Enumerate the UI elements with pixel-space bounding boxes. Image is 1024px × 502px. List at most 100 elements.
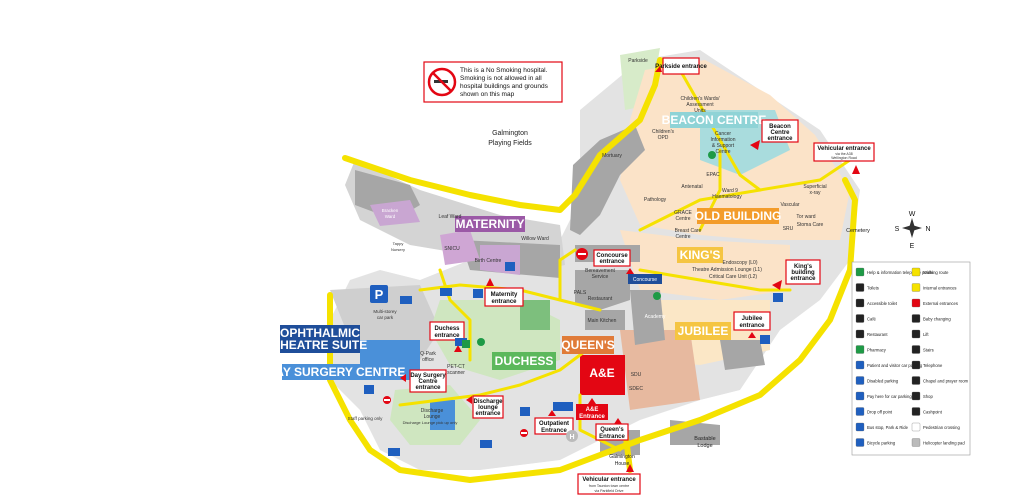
svg-text:Information: Information	[710, 137, 735, 143]
beacon-centre-entrance[interactable]: Beacon Centre entrance	[750, 119, 799, 150]
pay-station-icon[interactable]	[480, 440, 492, 448]
legend-label: Disabled parking	[867, 379, 899, 384]
ae-entrance[interactable]: A&E Entrance	[576, 398, 608, 420]
svg-text:Maternity: Maternity	[491, 292, 518, 298]
bus-stop-icon[interactable]	[553, 402, 573, 411]
svg-text:A&E: A&E	[586, 407, 599, 413]
maternity-banner[interactable]: MATERNITY	[455, 216, 525, 232]
svg-text:SNICU: SNICU	[444, 246, 460, 252]
duchess-banner[interactable]: DUCHESS	[492, 352, 556, 370]
bus-stop-icon	[855, 422, 865, 432]
legend-label: Pharmacy	[867, 348, 887, 353]
jubilee-entrance[interactable]: Jubilee entrance	[733, 311, 771, 338]
notice-line-1: This is a No Smoking hospital.	[460, 67, 548, 74]
svg-text:building: building	[791, 270, 815, 276]
day-surgery-entrance[interactable]: Day Surgery Centre entrance	[400, 369, 447, 393]
legend-label: Walking route	[923, 270, 949, 275]
svg-text:Q-Park: Q-Park	[420, 351, 436, 357]
compass-n: N	[925, 226, 930, 233]
outpatient-entrance[interactable]: Outpatient Entrance	[534, 410, 574, 435]
nursery-label-1: Tappy	[393, 241, 404, 246]
svg-text:Entrance: Entrance	[599, 434, 625, 440]
map-icons: P H	[364, 151, 783, 456]
concourse-entrance[interactable]: Concourse entrance	[593, 249, 634, 274]
baby-changing-icon	[911, 314, 921, 323]
bastable-label-2: Lodge	[697, 443, 712, 449]
svg-text:A&E: A&E	[589, 366, 614, 380]
svg-text:PALS: PALS	[574, 290, 587, 296]
helipad-icon[interactable]: H	[566, 430, 578, 442]
svg-text:Concourse: Concourse	[596, 253, 628, 259]
maternity-entrance[interactable]: Maternity entrance	[484, 278, 524, 307]
vehicular-entrance-bottom[interactable]: Vehicular entrance from Taunton town cen…	[577, 464, 641, 495]
queens-entrance[interactable]: Queen's Entrance	[595, 418, 629, 441]
disabled-parking-icon[interactable]	[520, 407, 530, 416]
galmington-house-label-2: House	[615, 461, 630, 467]
bastable-label-1: Bastable	[694, 436, 715, 442]
mortuary-label: Mortuary	[602, 153, 622, 159]
svg-text:THEATRE SUITE: THEATRE SUITE	[273, 338, 367, 352]
beacon-centre-banner[interactable]: BEACON CENTRE	[662, 112, 767, 128]
cafe-icon	[855, 314, 865, 323]
svg-text:office: office	[422, 357, 434, 363]
svg-text:SRU: SRU	[783, 226, 794, 232]
ophthalmic-banner[interactable]: OPHTHALMIC THEATRE SUITE	[273, 325, 367, 353]
drop-off-icon	[855, 407, 865, 416]
compass-e: E	[910, 243, 915, 250]
svg-text:H: H	[569, 434, 574, 441]
ae-building[interactable]: A&E	[589, 366, 614, 380]
kings-building-entrance[interactable]: King's building entrance	[772, 259, 821, 290]
svg-text:Centre: Centre	[675, 216, 690, 222]
vehicular-entrance-top[interactable]: Vehicular entrance via the A38 Wellingto…	[813, 142, 875, 174]
svg-text:OPD: OPD	[658, 135, 669, 141]
svg-text:entrance: entrance	[434, 333, 460, 339]
old-building-banner[interactable]: OLD BUILDING	[695, 208, 782, 224]
info-icon[interactable]	[708, 151, 716, 159]
staff-parking-label-1: Staff parking only	[348, 416, 383, 421]
nursery-label-2: Nursery	[391, 247, 405, 252]
pharmacy-icon[interactable]	[462, 340, 470, 348]
disabled-parking-icon[interactable]	[505, 262, 515, 271]
info-icon[interactable]	[653, 292, 661, 300]
toilets-icon	[855, 283, 865, 292]
legend-label: Help & information telephone points	[867, 270, 933, 275]
svg-text:Birth Centre: Birth Centre	[475, 258, 502, 264]
svg-text:EPAC: EPAC	[706, 172, 720, 178]
legend-label: Pedestrian crossing	[923, 425, 960, 430]
no-entry-icon	[520, 429, 528, 437]
legend-label: Bus stop, Park & Ride	[867, 425, 909, 430]
parkside-entrance[interactable]: Parkside entrance	[655, 57, 708, 75]
discharge-lounge-entrance[interactable]: Discharge lounge entrance	[466, 395, 504, 419]
compass-w: W	[909, 211, 916, 218]
pay-station-icon[interactable]	[400, 296, 412, 304]
legend-label: Baby changing	[923, 317, 951, 322]
svg-text:x-ray: x-ray	[809, 190, 821, 196]
svg-text:& Support: & Support	[712, 143, 735, 149]
stairs-icon	[911, 345, 921, 354]
parking-icon[interactable]: P	[370, 285, 388, 303]
legend-label: Bicycle parking	[867, 441, 896, 446]
svg-text:Wellington Road: Wellington Road	[831, 156, 857, 160]
pay-station-icon[interactable]	[388, 448, 400, 456]
legend: Help & information telephone pointsWalki…	[851, 261, 971, 456]
duchess-entrance[interactable]: Duchess entrance	[429, 321, 465, 352]
concourse-building[interactable]: Concourse	[628, 274, 662, 284]
disabled-parking-icon[interactable]	[773, 293, 783, 302]
playing-fields-label-2: Playing Fields	[488, 140, 532, 147]
day-surgery-banner[interactable]: DAY SURGERY CENTRE	[267, 364, 406, 380]
walking-route-icon	[911, 267, 921, 277]
pay-station-icon[interactable]	[440, 288, 452, 296]
disabled-parking-icon[interactable]	[760, 335, 770, 344]
svg-text:Duchess: Duchess	[434, 326, 460, 332]
pay-station-icon[interactable]	[455, 338, 467, 346]
disabled-parking-icon[interactable]	[473, 289, 483, 298]
queens-banner[interactable]: QUEEN'S	[561, 336, 615, 354]
kings-banner[interactable]: KING'S	[677, 247, 723, 263]
info-icon[interactable]	[477, 338, 485, 346]
academy-label: Academy	[645, 314, 666, 320]
legend-label: Patient and visitor car parking	[867, 363, 923, 368]
svg-text:Restaurant: Restaurant	[588, 296, 613, 302]
disabled-parking-icon[interactable]	[364, 385, 374, 394]
jubilee-banner[interactable]: JUBILEE	[675, 322, 731, 340]
svg-text:JUBILEE: JUBILEE	[678, 324, 729, 338]
